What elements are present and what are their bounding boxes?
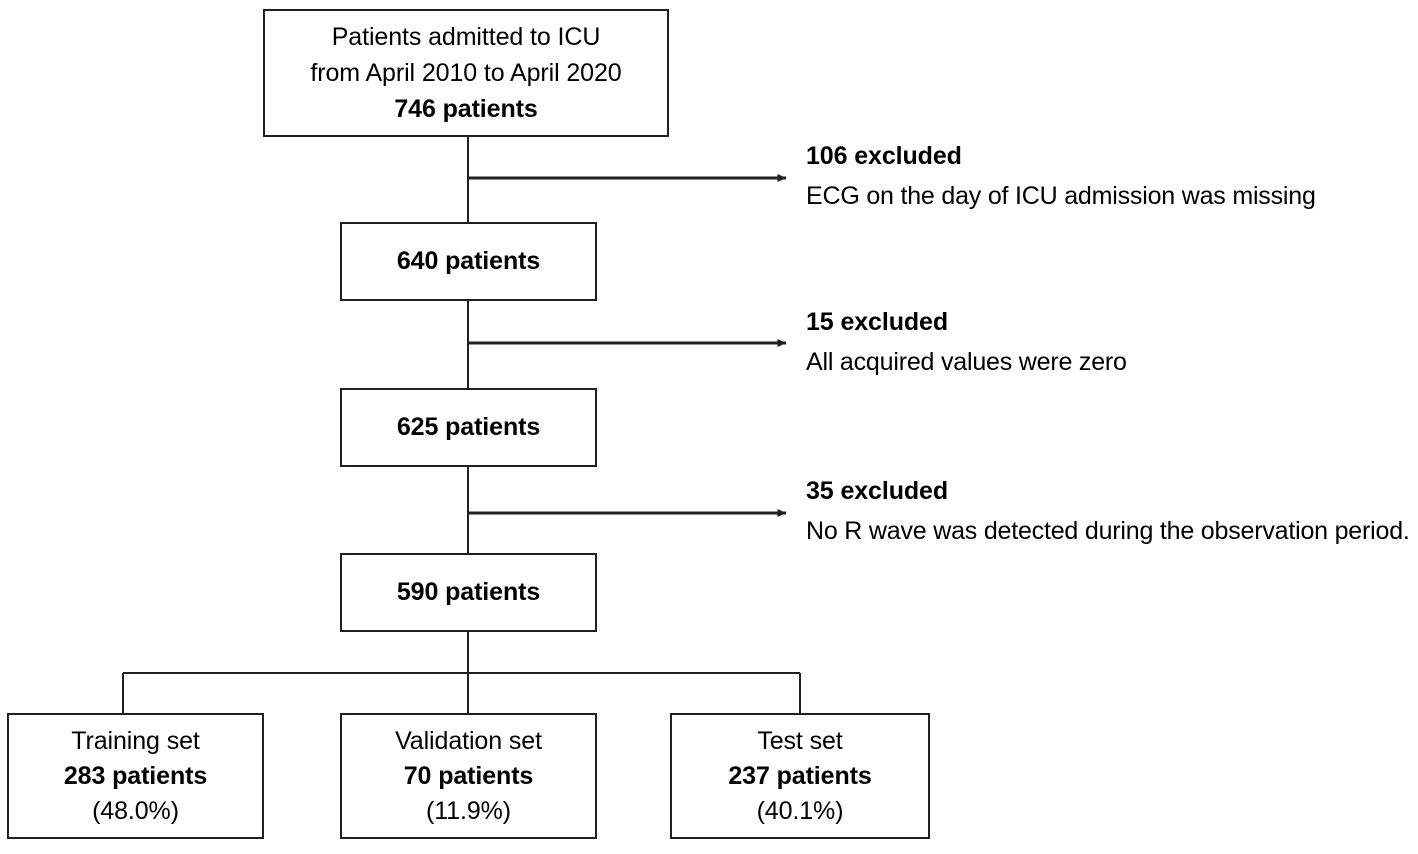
exclusion-3-reason: No R wave was detected during the observ… bbox=[806, 517, 1410, 545]
node-stage-2-count: 625 patients bbox=[396, 413, 541, 441]
node-validation-count: 70 patients bbox=[403, 761, 534, 790]
node-admitted-line2: from April 2010 to April 2020 bbox=[310, 58, 622, 87]
node-patients-admitted: Patients admitted to ICU from April 2010… bbox=[263, 9, 669, 137]
node-stage-3-count: 590 patients bbox=[396, 578, 541, 606]
exclusion-annotation-2: 15 excluded All acquired values were zer… bbox=[806, 308, 1127, 377]
node-stage-640: 640 patients bbox=[340, 222, 597, 301]
node-test-label: Test set bbox=[757, 726, 843, 755]
node-validation-percent: (11.9%) bbox=[426, 796, 511, 825]
exclusion-1-reason: ECG on the day of ICU admission was miss… bbox=[806, 182, 1316, 210]
exclusion-annotation-3: 35 excluded No R wave was detected durin… bbox=[806, 477, 1410, 546]
node-validation-set: Validation set 70 patients (11.9%) bbox=[340, 713, 597, 839]
node-training-label: Training set bbox=[71, 726, 200, 755]
node-training-count: 283 patients bbox=[63, 761, 208, 790]
node-test-set: Test set 237 patients (40.1%) bbox=[670, 713, 930, 839]
node-test-percent: (40.1%) bbox=[756, 796, 844, 825]
node-admitted-line1: Patients admitted to ICU bbox=[331, 22, 601, 51]
exclusion-2-reason: All acquired values were zero bbox=[806, 348, 1127, 376]
node-validation-label: Validation set bbox=[395, 726, 542, 755]
node-admitted-count: 746 patients bbox=[394, 94, 538, 123]
exclusion-annotation-1: 106 excluded ECG on the day of ICU admis… bbox=[806, 142, 1316, 211]
exclusion-3-count: 35 excluded bbox=[806, 477, 949, 505]
node-stage-1-count: 640 patients bbox=[396, 247, 541, 275]
node-test-count: 237 patients bbox=[728, 761, 872, 790]
node-training-percent: (48.0%) bbox=[92, 796, 179, 825]
node-training-set: Training set 283 patients (48.0%) bbox=[7, 713, 264, 839]
exclusion-2-count: 15 excluded bbox=[806, 308, 949, 336]
node-stage-625: 625 patients bbox=[340, 388, 597, 467]
exclusion-1-count: 106 excluded bbox=[806, 142, 962, 170]
node-stage-590: 590 patients bbox=[340, 553, 597, 632]
